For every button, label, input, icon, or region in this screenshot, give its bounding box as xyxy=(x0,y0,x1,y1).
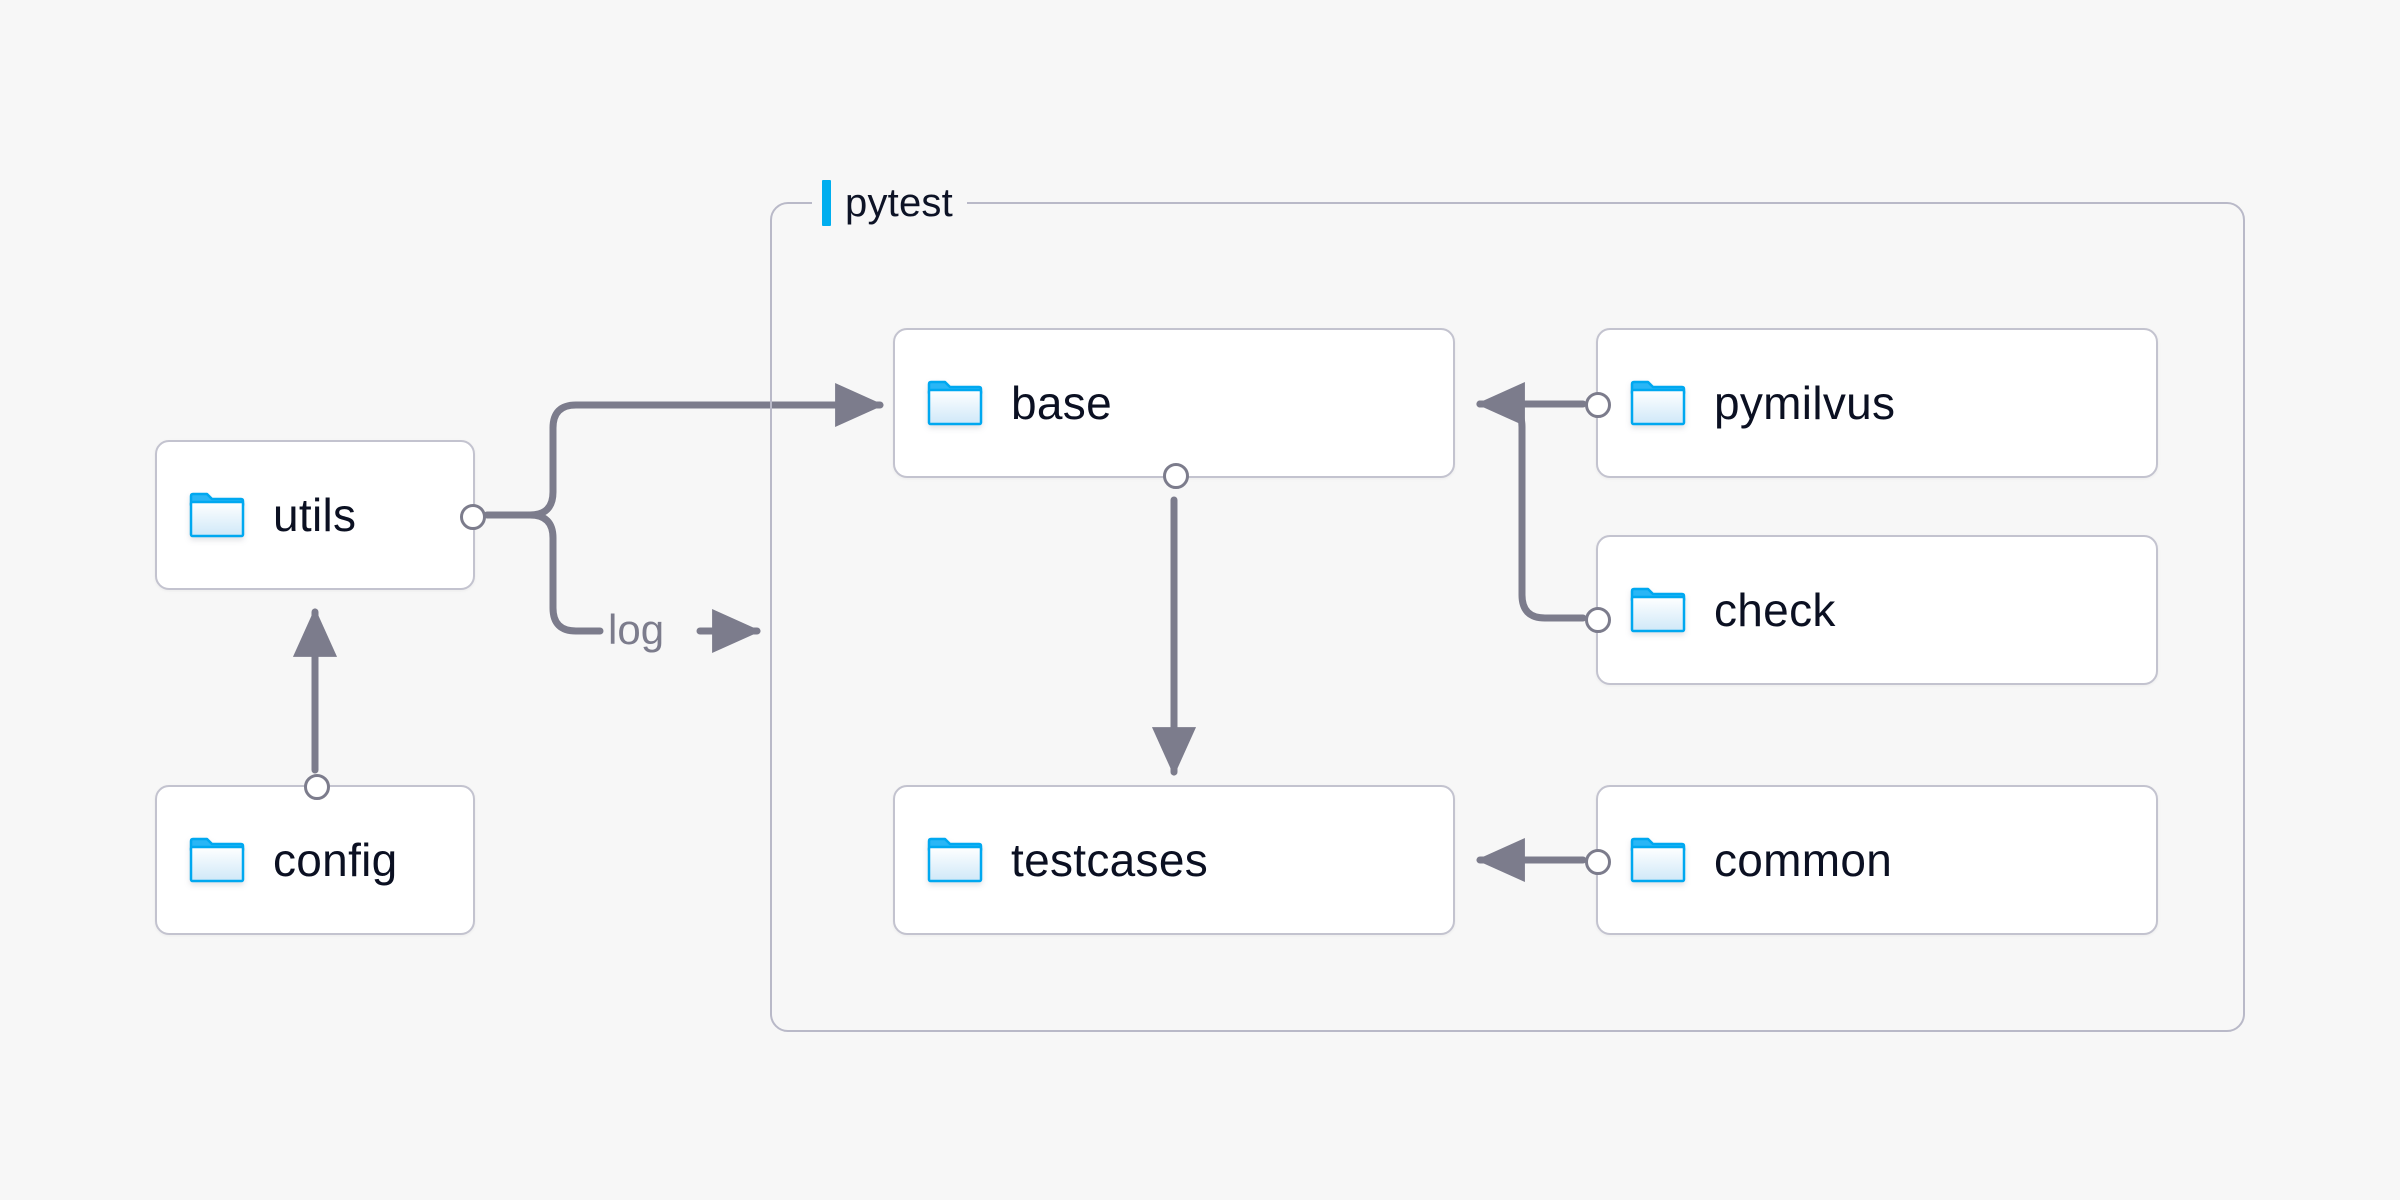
folder-icon xyxy=(189,492,245,538)
folder-icon xyxy=(927,837,983,883)
group-pytest-label: pytest xyxy=(812,176,967,230)
node-config[interactable]: config xyxy=(155,774,475,935)
folder-icon xyxy=(1630,587,1686,633)
node-common-label: common xyxy=(1714,834,1893,886)
node-utils-label: utils xyxy=(273,489,357,541)
group-pytest-title: pytest xyxy=(845,181,953,225)
group-pytest[interactable] xyxy=(770,202,2245,1032)
group-accent-bar xyxy=(822,180,831,226)
port-utils-right[interactable] xyxy=(460,504,486,530)
edge-utils-log xyxy=(526,511,604,635)
node-testcases[interactable]: testcases xyxy=(893,785,1455,935)
node-pymilvus-label: pymilvus xyxy=(1714,377,1896,429)
node-config-label: config xyxy=(273,834,398,886)
port-base-bottom[interactable] xyxy=(1163,463,1189,489)
port-config-top[interactable] xyxy=(304,774,330,800)
node-check[interactable]: check xyxy=(1585,535,2158,685)
node-testcases-label: testcases xyxy=(1011,834,1209,886)
node-check-label: check xyxy=(1714,584,1836,636)
node-pymilvus[interactable]: pymilvus xyxy=(1585,328,2158,478)
folder-icon xyxy=(189,837,245,883)
node-base[interactable]: base xyxy=(893,328,1455,489)
folder-icon xyxy=(1630,380,1686,426)
port-check-left[interactable] xyxy=(1585,607,1611,633)
edge-label-log: log xyxy=(608,606,665,653)
folder-icon xyxy=(1630,837,1686,883)
node-utils[interactable]: utils xyxy=(155,440,486,590)
node-common[interactable]: common xyxy=(1585,785,2158,935)
port-common-left[interactable] xyxy=(1585,849,1611,875)
folder-icon xyxy=(927,380,983,426)
node-base-label: base xyxy=(1011,377,1112,429)
port-pymilvus-left[interactable] xyxy=(1585,392,1611,418)
